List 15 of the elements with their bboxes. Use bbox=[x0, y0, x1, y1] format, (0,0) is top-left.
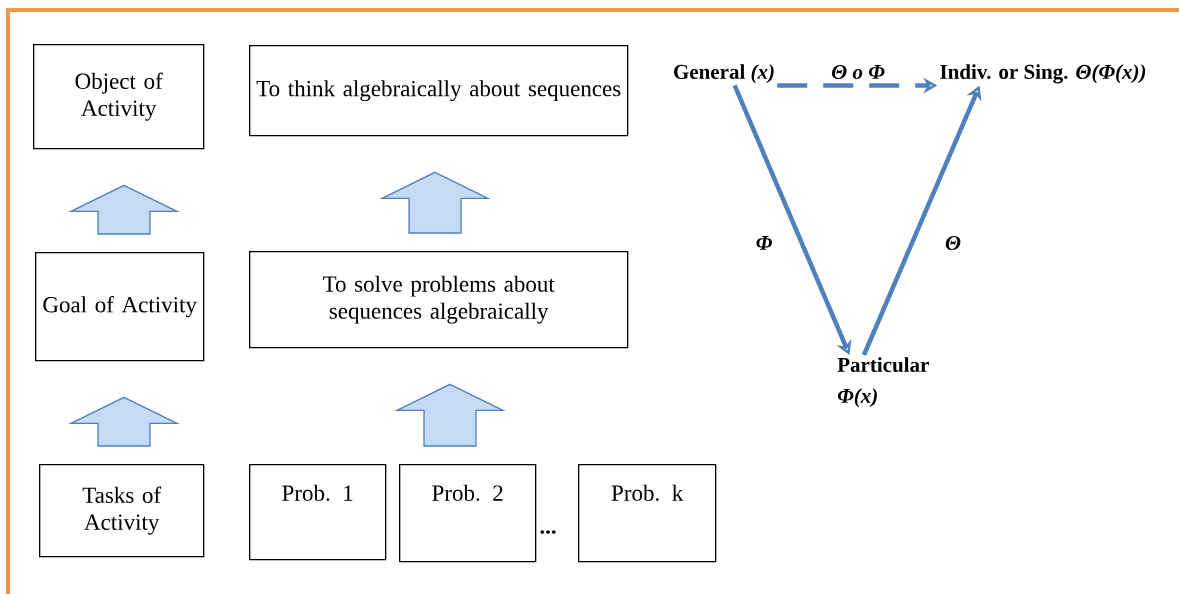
edge-label: Θ bbox=[943, 233, 963, 253]
node-label: General (x) bbox=[674, 64, 774, 84]
text-box: Object of Activity bbox=[33, 44, 205, 150]
ellipsis: ... bbox=[540, 530, 556, 534]
text-box: Tasks of Activity bbox=[39, 464, 205, 558]
edge-label: Φ bbox=[753, 234, 775, 252]
text-box: Goal of Activity bbox=[35, 252, 205, 362]
text-box: Prob. 2 bbox=[399, 464, 537, 563]
edge-label: Θ o Φ bbox=[829, 62, 887, 82]
text-box: Prob. 1 bbox=[249, 464, 387, 561]
text-box: Prob. k bbox=[578, 464, 717, 563]
text-box: To think algebraically about sequences bbox=[249, 45, 629, 137]
text-box: To solve problems about sequences algebraically bbox=[249, 251, 629, 349]
node-label: Particular Φ(x) bbox=[837, 357, 929, 408]
node-label: Indiv. or Sing. Θ(Φ(x)) bbox=[940, 64, 1146, 84]
